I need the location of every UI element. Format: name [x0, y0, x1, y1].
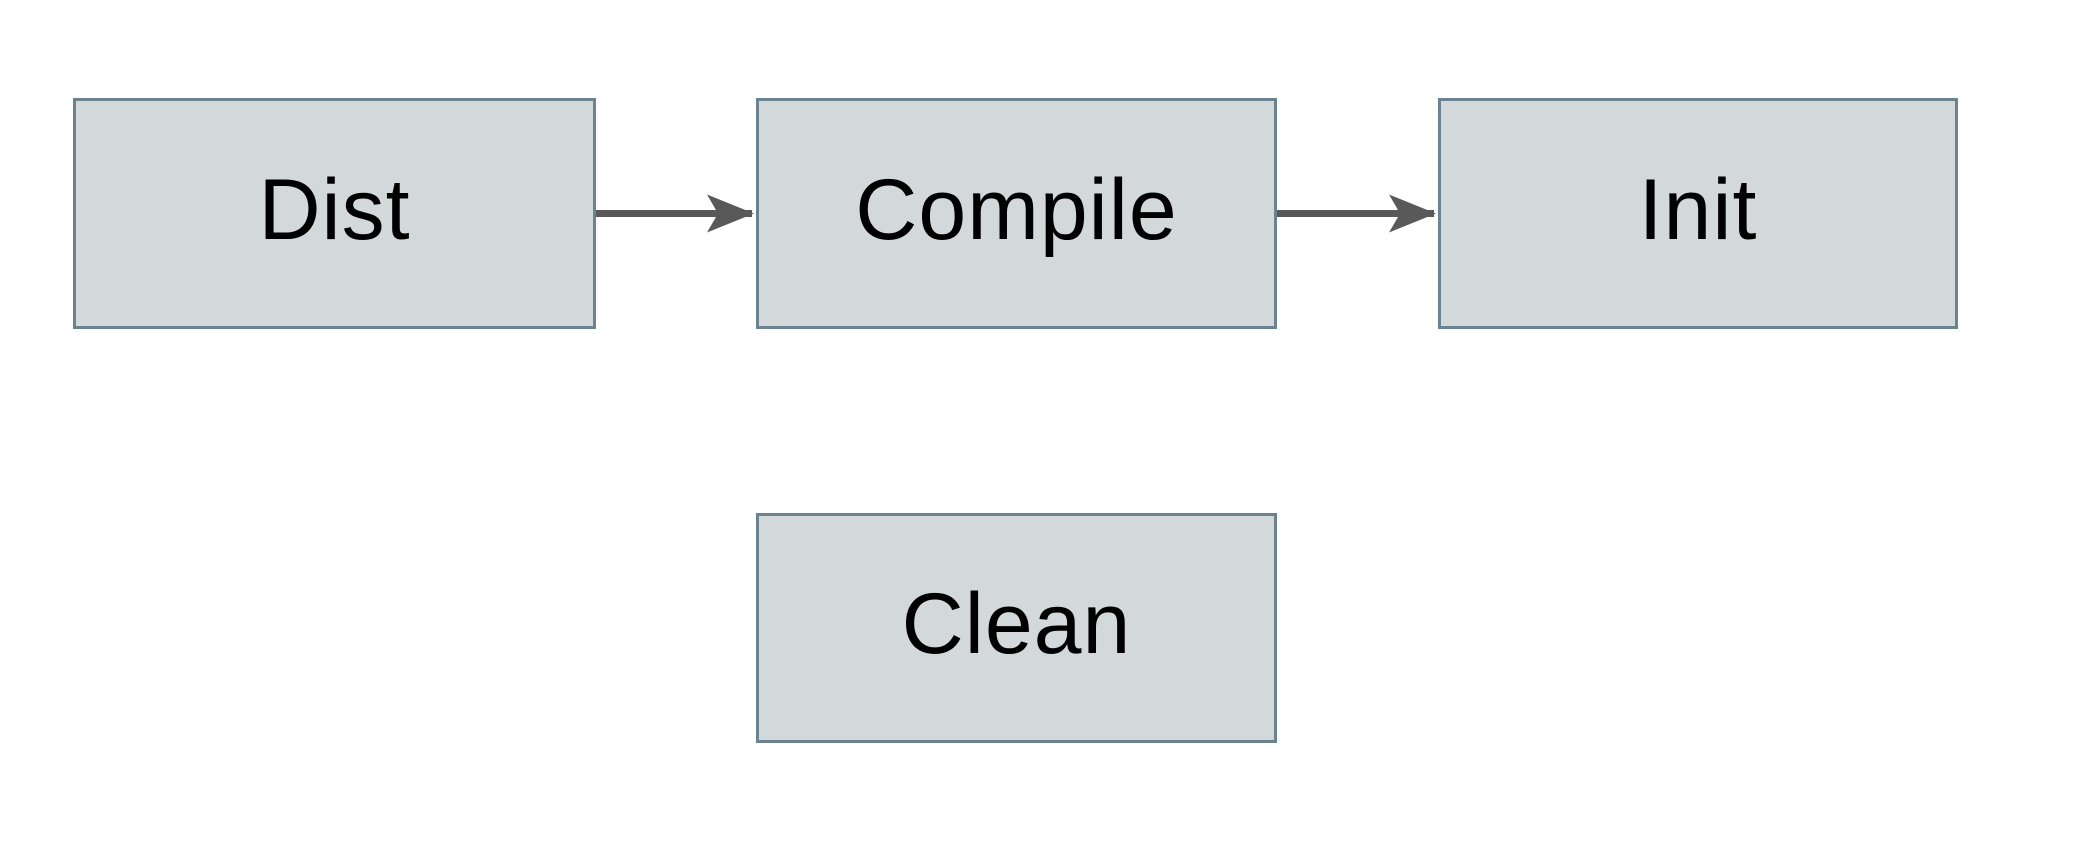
node-clean[interactable]: Clean	[756, 513, 1277, 743]
node-dist-label: Dist	[258, 161, 411, 258]
node-dist[interactable]: Dist	[73, 98, 596, 329]
node-init[interactable]: Init	[1438, 98, 1958, 329]
node-clean-label: Clean	[901, 576, 1132, 672]
node-compile-label: Compile	[855, 161, 1178, 258]
node-init-label: Init	[1638, 161, 1758, 258]
node-compile[interactable]: Compile	[756, 98, 1277, 329]
